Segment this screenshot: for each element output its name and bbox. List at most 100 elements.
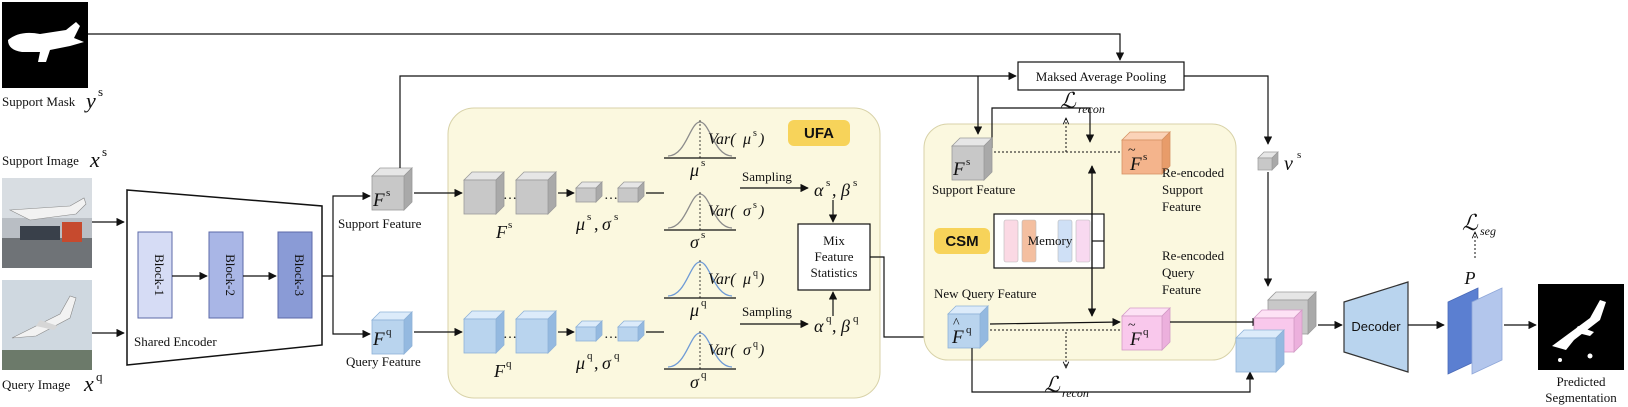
- block-2: [208, 231, 244, 319]
- loss-recon-top-symbol: ℒ: [1060, 88, 1077, 113]
- concatenated-feature-stack: [1235, 291, 1317, 373]
- query-var-sigma-prefix: Var(: [708, 342, 737, 359]
- support-alpha-sup: s: [826, 177, 830, 189]
- memory-slot-4: [1075, 219, 1091, 263]
- decoder: [1343, 281, 1409, 373]
- query-feature-symbol: F: [372, 329, 385, 350]
- block-3-label: Block-3: [292, 254, 307, 296]
- support-image-symbol: x: [89, 147, 100, 172]
- query-mu-label: μ: [689, 300, 699, 320]
- mix-to-new-query-arrow: [870, 256, 945, 342]
- predicted-segmentation-image: [1538, 284, 1624, 370]
- ufa-query-cube-1: [463, 310, 505, 354]
- query-var-mu-symbol: μ: [742, 271, 751, 288]
- ufa-support-mu-sup: s: [587, 211, 591, 223]
- ufa-support-sup: s: [508, 219, 512, 231]
- ufa-query-sigma-symbol: σ: [602, 353, 612, 373]
- memory-slot-2: [1021, 219, 1037, 263]
- block-1-label: Block-1: [152, 254, 167, 296]
- ufa-support-mu-symbol: μ: [575, 214, 585, 234]
- query-alpha-sup: q: [826, 313, 832, 325]
- new-query-feature-symbol: F: [951, 327, 964, 348]
- ufa-label: UFA: [804, 125, 834, 142]
- memory-slot-1: [1003, 219, 1019, 263]
- query-sigma-gaussian: [664, 331, 736, 370]
- query-feature-label: Query Feature: [346, 354, 421, 369]
- support-alpha: α: [814, 180, 824, 200]
- loss-recon-bottom-sub: recon: [1062, 386, 1089, 400]
- mix-feature-statistics-box: [797, 223, 871, 291]
- support-beta: β: [840, 180, 850, 200]
- query-alpha-comma: ,: [832, 316, 837, 336]
- block-2-label: Block-2: [223, 254, 238, 296]
- query-var-sigma-close: ): [758, 342, 764, 359]
- support-var-sigma-close: ): [758, 203, 764, 220]
- encoder-to-query-arrow: [332, 276, 371, 339]
- ufa-query-ellipsis: …: [503, 327, 517, 342]
- ufa-support-comma: ,: [594, 214, 599, 234]
- support-feature-sup: s: [386, 187, 390, 199]
- new-query-feature-sup: q: [966, 324, 972, 336]
- reencoded-query-symbol: F: [1129, 329, 1142, 350]
- support-mu-label-sup: s: [701, 157, 705, 169]
- support-var-mu-symbol: μ: [742, 131, 751, 148]
- support-var-sigma-symbol: σ: [743, 203, 752, 220]
- reencoded-support-cube: [1121, 131, 1171, 175]
- query-alpha: α: [814, 316, 824, 336]
- csm-support-feature-symbol: F: [952, 159, 965, 180]
- ufa-support-sigma-symbol: σ: [602, 214, 612, 234]
- predicted-line-2: Segmentation: [1545, 390, 1617, 405]
- ufa-badge: [788, 120, 850, 146]
- encoder-to-support-arrow: [322, 191, 371, 277]
- support-sigma-gaussian: [664, 192, 736, 231]
- support-var-sigma-prefix: Var(: [708, 203, 737, 220]
- query-var-mu-sup: q: [753, 268, 758, 279]
- prototype-vector: [1257, 151, 1279, 171]
- memory-label: Memory: [1028, 233, 1073, 248]
- query-image-symbol: x: [83, 371, 94, 396]
- mix-line-1: Mix: [823, 233, 845, 248]
- mix-line-2: Feature: [815, 249, 854, 264]
- support-sampling-label: Sampling: [742, 169, 792, 184]
- query-var-mu-prefix: Var(: [708, 271, 737, 288]
- new-query-feature-hat: ^: [953, 316, 960, 331]
- p-symbol: P: [1464, 268, 1476, 288]
- support-beta-sup: s: [853, 177, 857, 189]
- support-image-label: Support Image: [2, 153, 79, 168]
- support-mask-sup: s: [98, 84, 103, 99]
- ufa-query-mu-slab: [575, 320, 603, 342]
- support-sigma-label-sup: s: [701, 229, 705, 241]
- support-mu-label: μ: [689, 160, 699, 180]
- ufa-support-slab-ellipsis: …: [604, 188, 618, 203]
- block-3: [277, 231, 313, 319]
- reencoded-support-symbol: F: [1129, 154, 1142, 175]
- query-var-sigma-sup: q: [753, 339, 758, 350]
- new-query-to-reenc-arrow: [989, 317, 1121, 327]
- block-1: [137, 231, 173, 319]
- ufa-query-sup: q: [506, 358, 512, 370]
- probability-maps: [1447, 287, 1503, 375]
- support-var-sigma-sup: s: [753, 200, 757, 211]
- reencoded-query-sup: q: [1143, 326, 1149, 338]
- support-feature-to-map-arrow: [399, 71, 1017, 168]
- support-var-mu-prefix: Var(: [708, 131, 737, 148]
- ufa-query-mu-sup: q: [587, 350, 593, 362]
- support-image-sup: s: [102, 144, 107, 159]
- support-mask-label: Support Mask: [2, 94, 76, 109]
- support-alpha-comma: ,: [832, 180, 837, 200]
- query-var-sigma-symbol: σ: [743, 342, 752, 359]
- shared-encoder-label: Shared Encoder: [134, 334, 217, 349]
- support-feature-label: Support Feature: [338, 216, 422, 231]
- ufa-support-symbol: F: [495, 222, 508, 242]
- ufa-support-cube-1: [463, 171, 505, 215]
- query-mu-label-sup: q: [701, 297, 707, 309]
- loss-recon-bottom-symbol: ℒ: [1044, 372, 1061, 397]
- predicted-line-1: Predicted: [1556, 374, 1606, 389]
- support-mask-image: [2, 2, 88, 88]
- loss-seg-symbol: ℒ: [1462, 210, 1479, 235]
- loss-seg-sub: seg: [1480, 224, 1496, 238]
- support-to-reenc-support-arrow: [991, 107, 1095, 148]
- query-sigma-label-sup: q: [701, 369, 707, 381]
- query-mu-gaussian: [664, 260, 736, 299]
- ufa-support-sigma-sup: s: [614, 211, 618, 223]
